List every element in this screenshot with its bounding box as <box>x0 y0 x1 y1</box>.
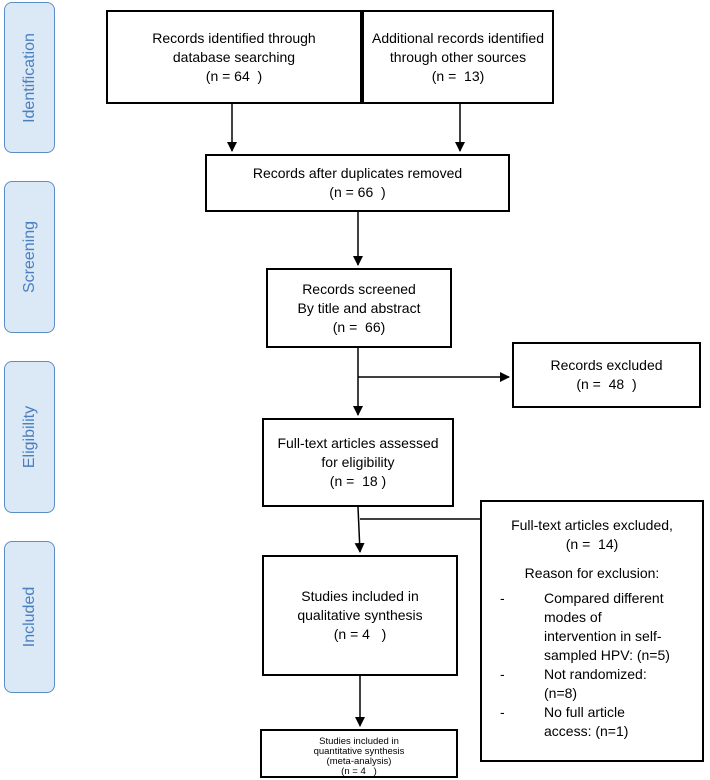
fulltext-excluded-title: Full-text articles excluded, <box>511 517 673 533</box>
exclusion-reason: - No full article access: (n=1) <box>500 704 629 739</box>
box-quantitative-synthesis: Studies included in quantitative synthes… <box>260 729 458 778</box>
stage-included: Included <box>4 541 55 693</box>
box-fulltext-assessed: Full-text articles assessed for eligibil… <box>262 418 454 507</box>
exclusion-reason: - Not randomized: (n=8) <box>500 666 647 701</box>
box-records-excluded: Records excluded (n = 48 ) <box>512 342 701 408</box>
box-records-screened: Records screened By title and abstract (… <box>266 268 452 348</box>
stage-screening: Screening <box>4 181 55 333</box>
box-other-sources: Additional records identified through ot… <box>362 10 554 104</box>
box-after-duplicates-removed: Records after duplicates removed (n = 66… <box>205 154 510 212</box>
stage-eligibility: Eligibility <box>4 361 55 513</box>
exclusion-reasons: - Compared different modes of interventi… <box>482 589 702 741</box>
reason-heading: Reason for exclusion: <box>524 565 660 581</box>
fulltext-excluded-count: (n = 14) <box>565 536 619 552</box>
box-qualitative-synthesis: Studies included in qualitative synthesi… <box>262 555 458 676</box>
box-fulltext-excluded: Full-text articles excluded, (n = 14) Re… <box>480 500 704 762</box>
arrow-fulltext-to-qualitative <box>354 506 365 553</box>
box-database-searching: Records identified through database sear… <box>106 10 362 104</box>
exclusion-reason: - Compared different modes of interventi… <box>500 590 670 663</box>
stage-identification: Identification <box>4 2 55 153</box>
